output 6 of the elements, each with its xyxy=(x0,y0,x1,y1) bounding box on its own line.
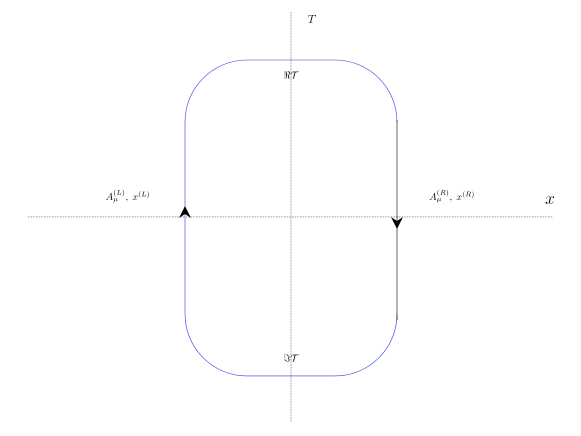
axis-label: $\Re\mathcal{T}$ xyxy=(284,71,299,80)
axis-label: $\Im\mathcal{T}$ xyxy=(284,354,299,362)
axis-label: $T$ xyxy=(308,14,316,24)
axis-label: $A_\mu^{(R)},\ x^{(R)}$ xyxy=(429,190,474,203)
axis-label: $A_\mu^{(L)},\ x^{(L)}$ xyxy=(106,190,149,203)
axis-label: $x$ xyxy=(546,196,554,204)
